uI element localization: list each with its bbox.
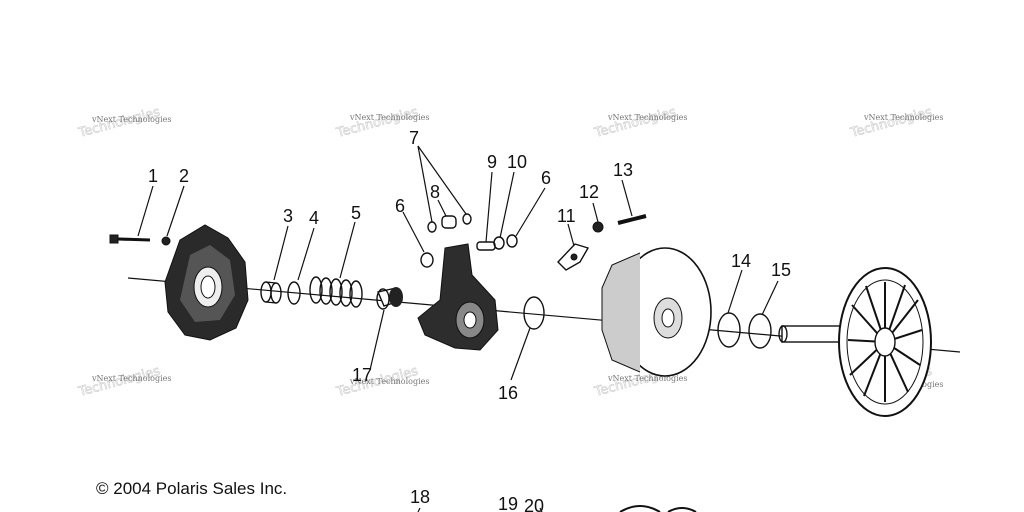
callout-label: 9 (487, 152, 497, 172)
part-moveable-sheave (601, 247, 712, 377)
svg-text:Technologies: Technologies (592, 105, 678, 141)
svg-text:vNext Technologies: vNext Technologies (607, 113, 687, 122)
callout-label: 17 (352, 365, 372, 385)
callout-label: 18 (410, 487, 430, 507)
part-lock-nut (592, 221, 604, 233)
part-bushing (260, 281, 282, 304)
part-small-fasteners (420, 213, 518, 268)
part-nut (161, 236, 171, 246)
leader-lines (137, 145, 779, 381)
part-spider (417, 243, 499, 351)
part-clutch-cover (164, 224, 249, 341)
part-cam-weight (557, 243, 590, 271)
callout-label: 19 (498, 494, 518, 512)
svg-text:vNext Technologies: vNext Technologies (607, 374, 687, 383)
part-shaft (778, 325, 843, 343)
callout-label: 1 (148, 166, 158, 186)
callout-labels: 1 2 3 4 5 6 7 8 9 10 6 11 12 13 14 15 16… (148, 128, 791, 512)
part-fixed-sheave (838, 267, 932, 417)
callout-label: 12 (579, 182, 599, 202)
callout-label: 11 (557, 206, 576, 226)
svg-text:Technologies: Technologies (334, 105, 420, 141)
svg-text:vNext Technologies: vNext Technologies (349, 113, 429, 122)
part-retaining-ring (748, 313, 772, 349)
callout-label: 14 (731, 251, 751, 271)
callout-label: 20 (524, 496, 544, 512)
svg-text:vNext Technologies: vNext Technologies (91, 115, 171, 124)
part-o-ring (287, 281, 301, 305)
callout-label: 2 (179, 166, 189, 186)
part-sleeve (376, 287, 403, 310)
callout-label: 7 (409, 128, 419, 148)
svg-text:vNext Technologies: vNext Technologies (349, 377, 429, 386)
copyright-notice: © 2004 Polaris Sales Inc. (96, 479, 288, 498)
callout-label: 5 (351, 203, 361, 223)
part-bearing-ring (717, 312, 741, 348)
callout-label: 6 (541, 168, 551, 188)
part-pin (617, 214, 647, 225)
part-bolt (109, 234, 151, 244)
part-spring (309, 276, 363, 308)
callout-label: 10 (507, 152, 527, 172)
svg-text:vNext Technologies: vNext Technologies (863, 113, 943, 122)
callout-label: 8 (430, 182, 440, 202)
part-ring (523, 296, 545, 330)
part-partial-bottom (417, 505, 697, 512)
svg-text:vNext Technologies: vNext Technologies (91, 374, 171, 383)
callout-label: 16 (498, 383, 518, 403)
svg-text:Technologies: Technologies (848, 105, 934, 141)
callout-label: 6 (395, 196, 405, 216)
callout-label: 3 (283, 206, 293, 226)
callout-label: 13 (613, 160, 633, 180)
callout-label: 15 (771, 260, 791, 280)
callout-label: 4 (309, 208, 319, 228)
